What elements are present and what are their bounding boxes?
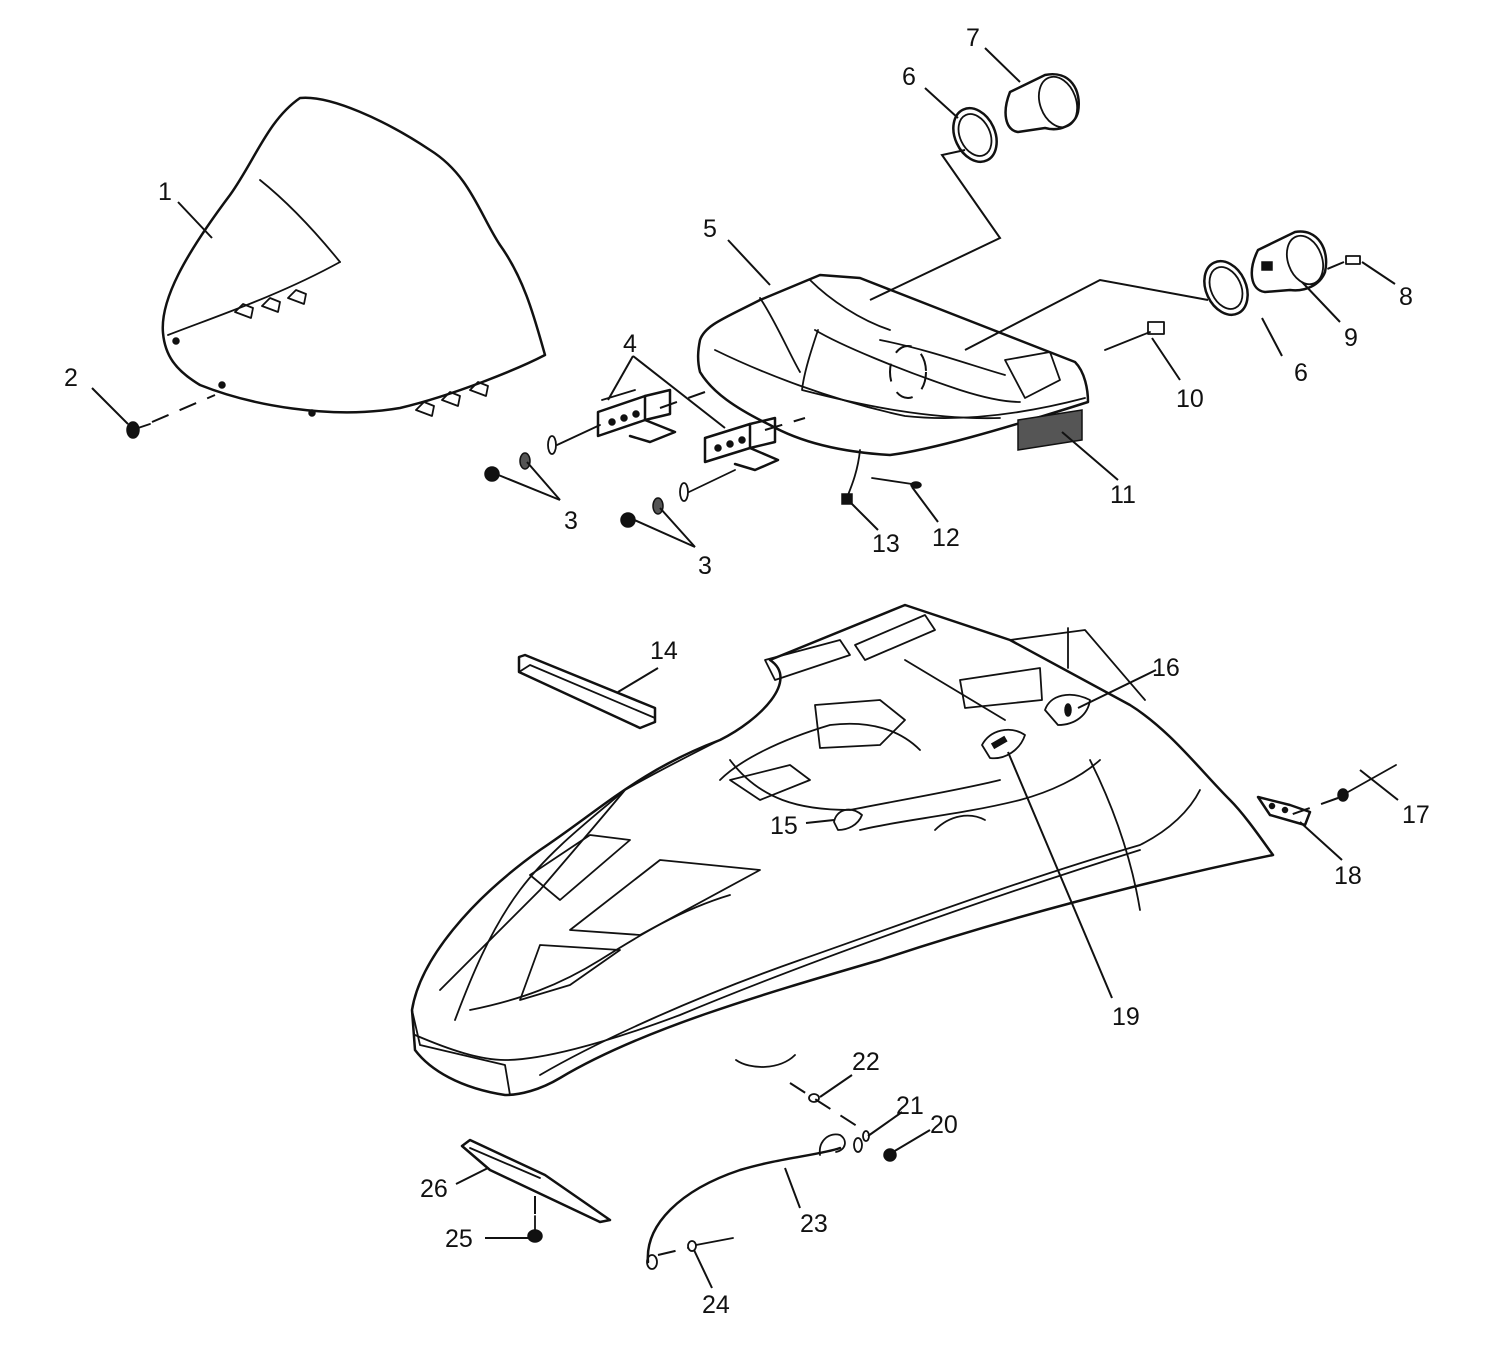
callout-24: 24 xyxy=(702,1291,730,1319)
gauge-ring-top xyxy=(952,107,998,163)
fastener-17 xyxy=(1289,764,1397,816)
leader-lines xyxy=(91,47,1399,1289)
callout-labels: 1 2 3 3 4 5 6 6 7 8 9 10 11 12 13 14 15 … xyxy=(64,24,1430,1319)
foam-strip xyxy=(517,653,657,730)
fastener-21 xyxy=(853,1130,870,1153)
callout-2: 2 xyxy=(64,364,78,392)
callout-1: 1 xyxy=(158,178,172,206)
gauge-ring-right xyxy=(1203,260,1249,316)
callout-15: 15 xyxy=(770,812,798,840)
callout-25: 25 xyxy=(445,1225,473,1253)
skid-plate-26 xyxy=(460,1138,612,1224)
gauge-top-wire xyxy=(869,149,1002,301)
callout-12: 12 xyxy=(932,524,960,552)
callout-18: 18 xyxy=(1334,862,1362,890)
fastener-set-lower xyxy=(620,469,736,528)
callout-3-upper: 3 xyxy=(564,507,578,535)
callout-3-lower: 3 xyxy=(698,552,712,580)
callout-8: 8 xyxy=(1399,283,1413,311)
callout-21: 21 xyxy=(896,1092,924,1120)
gauge-right-wire xyxy=(964,278,1209,351)
callout-6-right: 6 xyxy=(1294,359,1308,387)
gauge-right xyxy=(1250,230,1328,294)
callout-16: 16 xyxy=(1152,654,1180,682)
windshield xyxy=(161,96,547,417)
callout-11: 11 xyxy=(1110,481,1136,509)
hood-assembly xyxy=(410,603,1275,1097)
callout-26: 26 xyxy=(420,1175,448,1203)
fastener-22 xyxy=(789,1082,861,1129)
callout-17: 17 xyxy=(1402,801,1430,829)
callout-14: 14 xyxy=(650,637,678,665)
callout-5: 5 xyxy=(703,215,717,243)
connector-13 xyxy=(841,449,861,505)
callout-20: 20 xyxy=(930,1111,958,1139)
callout-6-top: 6 xyxy=(902,63,916,91)
callout-7: 7 xyxy=(966,24,980,52)
bracket-18 xyxy=(1256,795,1312,827)
mounting-bracket-2 xyxy=(703,416,806,472)
callout-9: 9 xyxy=(1344,324,1358,352)
screw-25 xyxy=(527,1190,543,1243)
callout-22: 22 xyxy=(852,1048,880,1076)
mounting-bracket-1 xyxy=(596,388,706,444)
bulb-8 xyxy=(1319,255,1361,273)
fastener-set-upper xyxy=(484,424,601,482)
socket-10 xyxy=(1104,321,1165,351)
screw-12 xyxy=(871,477,922,489)
windshield-screw xyxy=(126,394,216,439)
callout-13: 13 xyxy=(872,530,900,558)
tether-cable xyxy=(646,1133,846,1270)
callout-23: 23 xyxy=(800,1210,828,1238)
callout-4: 4 xyxy=(623,330,637,358)
gauge-top xyxy=(1004,72,1080,134)
fastener-24 xyxy=(657,1237,734,1256)
callout-19: 19 xyxy=(1112,1003,1140,1031)
callout-10: 10 xyxy=(1176,385,1204,413)
console-pod xyxy=(696,273,1090,457)
